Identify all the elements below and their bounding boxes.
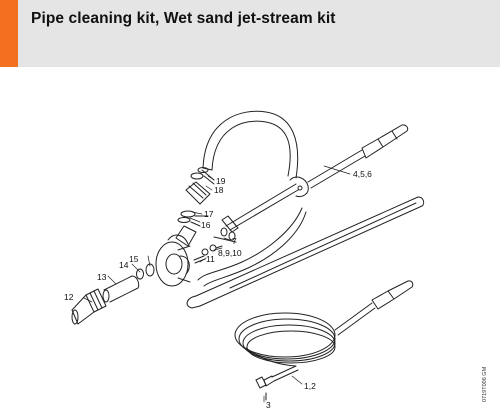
callout-8-9-10: 8,9,10 [218, 248, 242, 258]
handle-12 [71, 288, 107, 325]
tube-13 [102, 275, 140, 303]
deflector-disc [155, 241, 191, 287]
leader-lines [83, 165, 351, 403]
coiled-hose-1-2 [234, 280, 414, 387]
rings-14-15 [136, 263, 155, 280]
gun-head [177, 167, 215, 227]
arc-hose [202, 110, 299, 179]
callout-16: 16 [201, 220, 211, 230]
valve-7 [167, 225, 237, 247]
callout-14: 14 [119, 260, 129, 270]
lance-4-5-6 [221, 124, 409, 233]
callout-18: 18 [214, 185, 224, 195]
fittings-8-9-10 [201, 244, 223, 256]
page-header: Pipe cleaning kit, Wet sand jet-stream k… [0, 0, 500, 67]
callout-17: 17 [204, 209, 214, 219]
callout-13: 13 [97, 272, 107, 282]
callout-15: 15 [129, 254, 139, 264]
nozzle-3 [255, 376, 267, 401]
callout-11: 11 [206, 254, 215, 264]
image-code: 0719T006 GM [482, 366, 488, 402]
sleeve-tube [186, 196, 425, 309]
bent-pipe [197, 207, 307, 287]
callout-4-5-6: 4,5,6 [353, 169, 372, 179]
callout-1-2: 1,2 [304, 381, 316, 391]
callout-7: 7 [232, 236, 237, 246]
callout-19: 19 [216, 176, 226, 186]
callout-3: 3 [266, 400, 271, 410]
header-accent-bar [0, 0, 18, 67]
page-title: Pipe cleaning kit, Wet sand jet-stream k… [31, 10, 336, 27]
callout-12: 12 [64, 292, 74, 302]
